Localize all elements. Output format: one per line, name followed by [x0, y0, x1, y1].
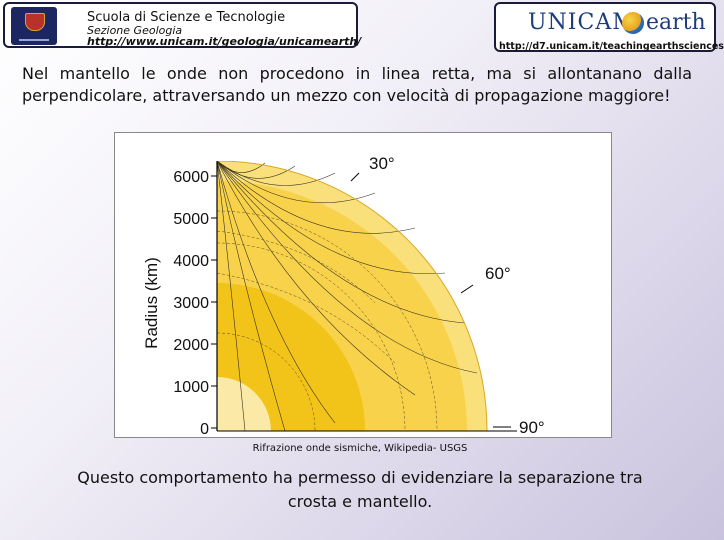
logo-brand-left: UNICAM — [528, 10, 636, 35]
inner-core — [217, 377, 271, 431]
conclusion-line1: Questo comportamento ha permesso di evid… — [77, 468, 643, 487]
conclusion-line2: crosta e mantello. — [287, 492, 433, 511]
y-tick-label: 0 — [200, 421, 209, 438]
school-title: Scuola di Scienze e Tecnologie — [87, 10, 286, 25]
wavefronts — [217, 210, 438, 431]
figure-caption: Rifrazione onde sismiche, Wikipedia- USG… — [252, 443, 468, 454]
logo-brand-right: earth — [646, 10, 706, 35]
unicam-earth-logo[interactable]: UNICAM earth http://d7.unicam.it/teachin… — [494, 2, 724, 52]
seismic-rays — [217, 161, 478, 431]
header-box: Scuola di Scienze e Tecnologie Sezione G… — [3, 2, 362, 48]
y-tick-label: 4000 — [173, 253, 209, 270]
body-text-line1: Nel mantello le onde non procedono in li… — [22, 64, 692, 83]
shield-icon — [25, 13, 45, 31]
y-tick-label: 6000 — [173, 169, 209, 186]
y-axis-label: Radius (km) — [142, 257, 161, 349]
y-tick-label: 1000 — [173, 379, 209, 396]
logo-url-link[interactable]: http://d7.unicam.it/teachingearthscience… — [499, 41, 724, 52]
conclusion-text: Questo comportamento ha permesso di evid… — [60, 466, 660, 514]
crest-band — [19, 39, 49, 41]
y-tick-label: 3000 — [173, 295, 209, 312]
angle-label-30: 30° — [369, 154, 395, 173]
figure-svg: 6000 5000 4000 3000 2000 1000 0 Radius (… — [142, 154, 545, 438]
angle-label-60: 60° — [485, 264, 511, 283]
header-url-link[interactable]: http://www.unicam.it/geologia/unicameart… — [87, 35, 362, 48]
body-text-line2: perpendicolare, attraversando un mezzo c… — [22, 86, 671, 105]
globe-icon — [622, 12, 644, 34]
seismic-refraction-figure: 6000 5000 4000 3000 2000 1000 0 Radius (… — [114, 132, 612, 438]
university-crest-icon — [11, 7, 57, 45]
y-tick-label: 2000 — [173, 337, 209, 354]
y-tick-label: 5000 — [173, 211, 209, 228]
section-subtitle: Sezione Geologia — [87, 24, 183, 37]
angle-label-90: 90° — [519, 418, 545, 437]
